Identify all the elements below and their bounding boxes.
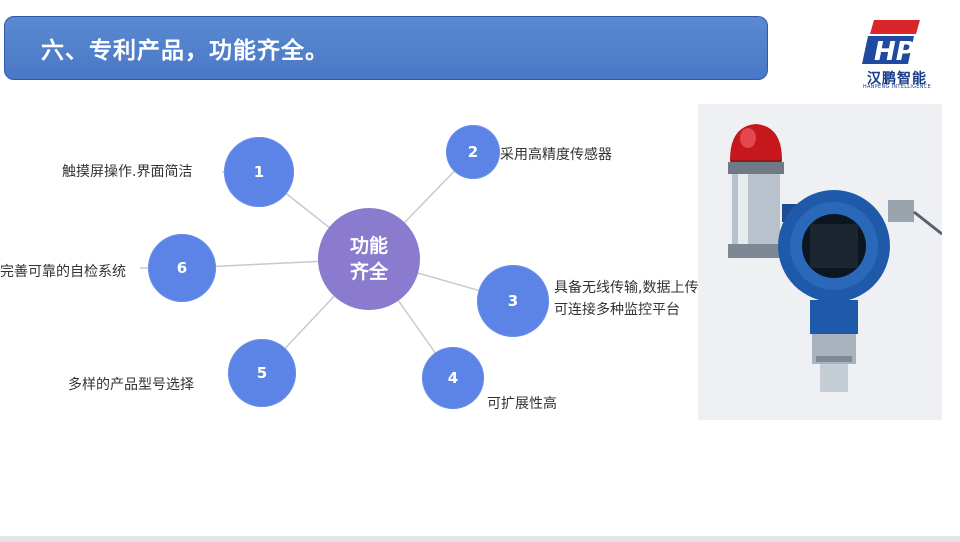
center-node: 功能 齐全 [318,208,420,310]
slide-title-bar: 六、专利产品，功能齐全。 [4,16,768,80]
center-line-2: 齐全 [349,261,388,283]
feature-node-3: 3 [477,265,549,337]
node-number: 1 [253,163,265,181]
node-number: 6 [176,259,188,277]
feature-label-6: 完善可靠的自检系统 [0,264,126,280]
feature-label-4: 可扩展性高 [487,396,557,412]
logo-subtitle: HANPENG INTELLIGENCE [862,84,932,90]
feature-node-1: 1 [224,137,294,207]
node-number: 2 [467,143,479,161]
bottom-strip [0,536,960,542]
feature-label-1: 触摸屏操作.界面简洁 [62,164,193,180]
center-line-1: 功能 [349,235,388,257]
node-number: 4 [447,369,459,387]
company-logo: HP 汉鹏智能 HANPENG INTELLIGENCE [852,16,942,92]
feature-label-2: 采用高精度传感器 [500,147,612,163]
feature-label-3: 具备无线传输,数据上传,可连接多种监控平台 [554,280,703,318]
logo-name: 汉鹏智能 [867,71,927,87]
slide-title: 六、专利产品，功能齐全。 [41,38,329,64]
node-number: 5 [256,364,268,382]
hp-logo-icon: HP [862,20,920,67]
svg-text:HP: HP [874,37,915,67]
feature-label-5: 多样的产品型号选择 [68,377,194,393]
feature-node-6: 6 [148,234,216,302]
pressure-transmitter-image [728,124,943,392]
node-number: 3 [507,292,519,310]
feature-node-4: 4 [422,347,484,409]
feature-node-5: 5 [228,339,296,407]
feature-node-2: 2 [446,125,500,179]
product-photo [698,104,943,420]
